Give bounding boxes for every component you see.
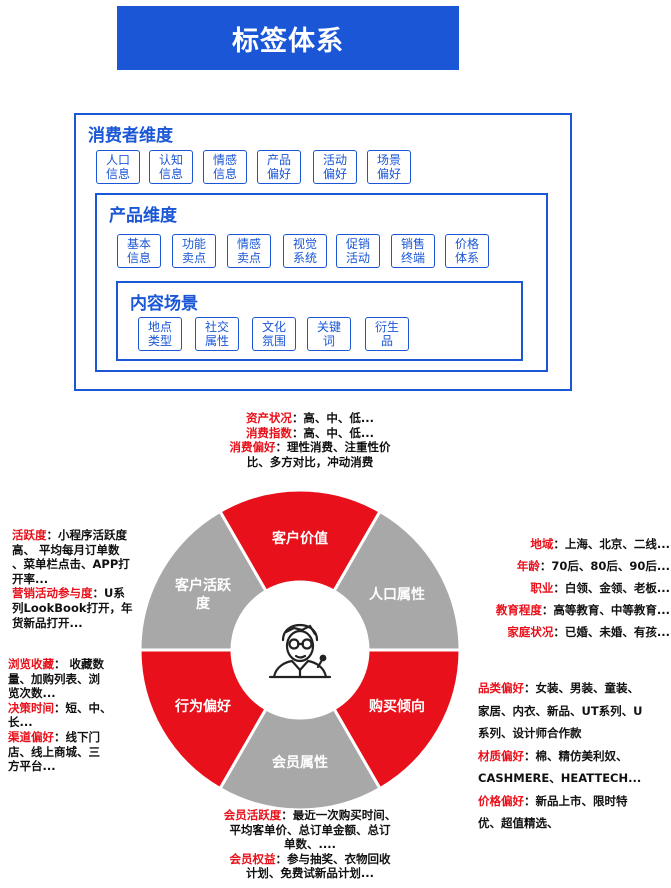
segment-customer-value-label: 客户价值	[271, 530, 328, 547]
annotation-key: 会员活跃度	[223, 808, 282, 822]
annotation-key: 营销活动参与度	[12, 586, 93, 601]
annotation-item: 年龄：70后、80后、90后...	[516, 559, 670, 573]
annotation-item: 消费偏好：理性消费、注重性价比、多方对比，冲动消费	[229, 440, 391, 469]
consumer-tag: 情感信息	[203, 150, 247, 184]
segment-membership-label: 会员属性	[272, 754, 328, 771]
consumer-tag: 认知信息	[149, 150, 193, 184]
content-tag: 文化氛围	[252, 317, 296, 351]
content-tag: 社交属性	[195, 317, 239, 351]
annotation-top: 资产状况：高、中、低...消费指数：高、中、低...消费偏好：理性消费、注重性价…	[210, 411, 410, 469]
product-tag: 基本信息	[117, 234, 161, 268]
content-tag: 地点类型	[138, 317, 182, 351]
annotation-item: 决策时间：短、中、长...	[8, 700, 112, 730]
segment-purchase-intent-label: 购买倾向	[369, 698, 425, 715]
product-tag: 视觉系统	[283, 234, 327, 268]
annotation-key: 材质偏好	[478, 748, 524, 763]
content-tag: 衍生品	[365, 317, 409, 351]
annotation-key: 价格偏好	[478, 793, 524, 808]
annotation-item: 资产状况：高、中、低...	[245, 411, 375, 425]
annotation-key: 决策时间	[8, 700, 54, 715]
wheel-center	[232, 582, 368, 718]
annotation-key: 教育程度	[495, 603, 542, 617]
annotation-item: 浏览收藏： 收藏数量、加购列表、浏览次数...	[8, 657, 105, 701]
annotation-key: 资产状况	[245, 411, 292, 425]
annotation-right-top: 地域：上海、北京、二线... 年龄：70后、80后、90后... 职业：白领、金领、…	[470, 533, 670, 643]
annotation-item: 材质偏好：棉、精仿美利奴、CASHMERE、HEATTECH...	[478, 748, 642, 786]
product-tag: 情感卖点	[227, 234, 271, 268]
annotation-bottom: 会员活跃度：最近一次购买时间、平均客单价、总订单金额、总订单数、....会员权益…	[200, 808, 420, 881]
annotation-item: 职业：白领、金领、老板...	[530, 581, 670, 595]
content-tag: 关键词	[307, 317, 351, 351]
annotation-key: 家庭状况	[507, 625, 554, 639]
person-icon	[268, 624, 332, 679]
annotation-key: 消费偏好	[229, 440, 276, 455]
annotation-key: 年龄	[516, 559, 540, 573]
annotation-item: 教育程度：高等教育、中等教育...	[495, 603, 670, 617]
consumer-tag: 场景偏好	[367, 150, 411, 184]
annotation-item: 地域：上海、北京、二线...	[530, 537, 670, 551]
annotation-item: 活跃度：小程序活跃度高、 平均每月订单数、菜单栏点击、APP打开率...	[12, 528, 130, 586]
annotation-key: 会员权益	[229, 851, 276, 866]
content-scene-title: 内容场景	[130, 294, 198, 314]
consumer-tag: 产品偏好	[257, 150, 301, 184]
product-tag: 价格体系	[445, 234, 489, 268]
segment-behavior-label: 行为偏好	[174, 698, 231, 715]
product-tag: 功能卖点	[172, 234, 216, 268]
annotation-key: 地域	[530, 537, 554, 551]
annotation-left-top: 活跃度：小程序活跃度高、 平均每月订单数、菜单栏点击、APP打开率...营销活动…	[12, 528, 147, 630]
annotation-item: 渠道偏好：线下门店、线上商城、三方平台...	[8, 729, 100, 774]
page-title: 标签体系	[117, 6, 459, 70]
annotation-left-bottom: 浏览收藏： 收藏数量、加购列表、浏览次数...决策时间：短、中、长...渠道偏好…	[8, 657, 118, 774]
annotation-item: 消费指数：高、中、低...	[245, 425, 375, 440]
annotation-item: 会员权益：参与抽奖、衣物回收计划、免费试新品计划...	[229, 851, 391, 881]
product-tag: 促销活动	[336, 234, 380, 268]
segment-activity-label: 客户活跃度	[174, 577, 232, 612]
annotation-key: 消费指数	[245, 425, 292, 440]
annotation-item: 家庭状况：已婚、未婚、有孩...	[507, 625, 670, 639]
product-tag: 销售终端	[391, 234, 435, 268]
annotation-key: 浏览收藏	[8, 657, 54, 671]
consumer-tag: 活动偏好	[313, 150, 357, 184]
product-dimension-title: 产品维度	[109, 206, 177, 226]
consumer-dimension-title: 消费者维度	[88, 126, 173, 146]
annotation-key: 品类偏好	[478, 681, 524, 695]
annotation-item: 会员活跃度：最近一次购买时间、平均客单价、总订单金额、总订单数、....	[223, 808, 397, 852]
annotation-item: 价格偏好：新品上市、限时特优、超值精选、	[478, 793, 628, 831]
annotation-key: 活跃度	[12, 528, 47, 542]
consumer-tag: 人口信息	[96, 150, 140, 184]
annotation-key: 职业	[530, 581, 554, 595]
segment-demographics-label: 人口属性	[369, 586, 425, 603]
annotation-key: 渠道偏好	[8, 729, 54, 744]
annotation-item: 营销活动参与度：U系列LookBook打开，年货新品打开...	[12, 586, 133, 630]
